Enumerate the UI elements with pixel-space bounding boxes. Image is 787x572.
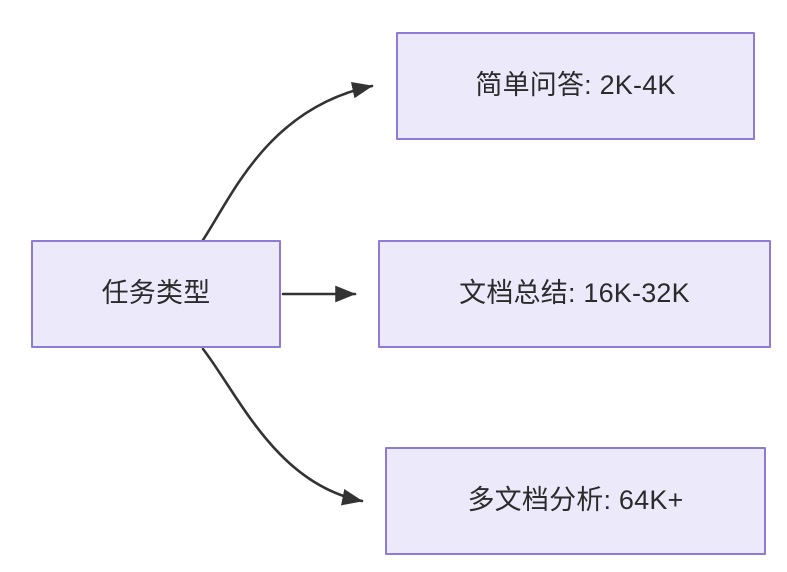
flow-node-doc-sum[interactable]: 文档总结: 16K-32K [378, 240, 771, 348]
flow-node-multi-doc[interactable]: 多文档分析: 64K+ [385, 447, 766, 555]
flow-node-doc-sum-label: 文档总结: 16K-32K [459, 278, 690, 309]
flow-node-simple-qa-label: 简单问答: 2K-4K [475, 70, 676, 101]
flow-node-multi-doc-label: 多文档分析: 64K+ [467, 485, 684, 516]
edge-root-multi-doc [201, 347, 364, 506]
flow-node-root-label: 任务类型 [101, 278, 211, 309]
flow-node-simple-qa[interactable]: 简单问答: 2K-4K [396, 32, 755, 140]
edge-root-simple-qa [201, 81, 374, 242]
flow-node-root[interactable]: 任务类型 [31, 240, 281, 348]
